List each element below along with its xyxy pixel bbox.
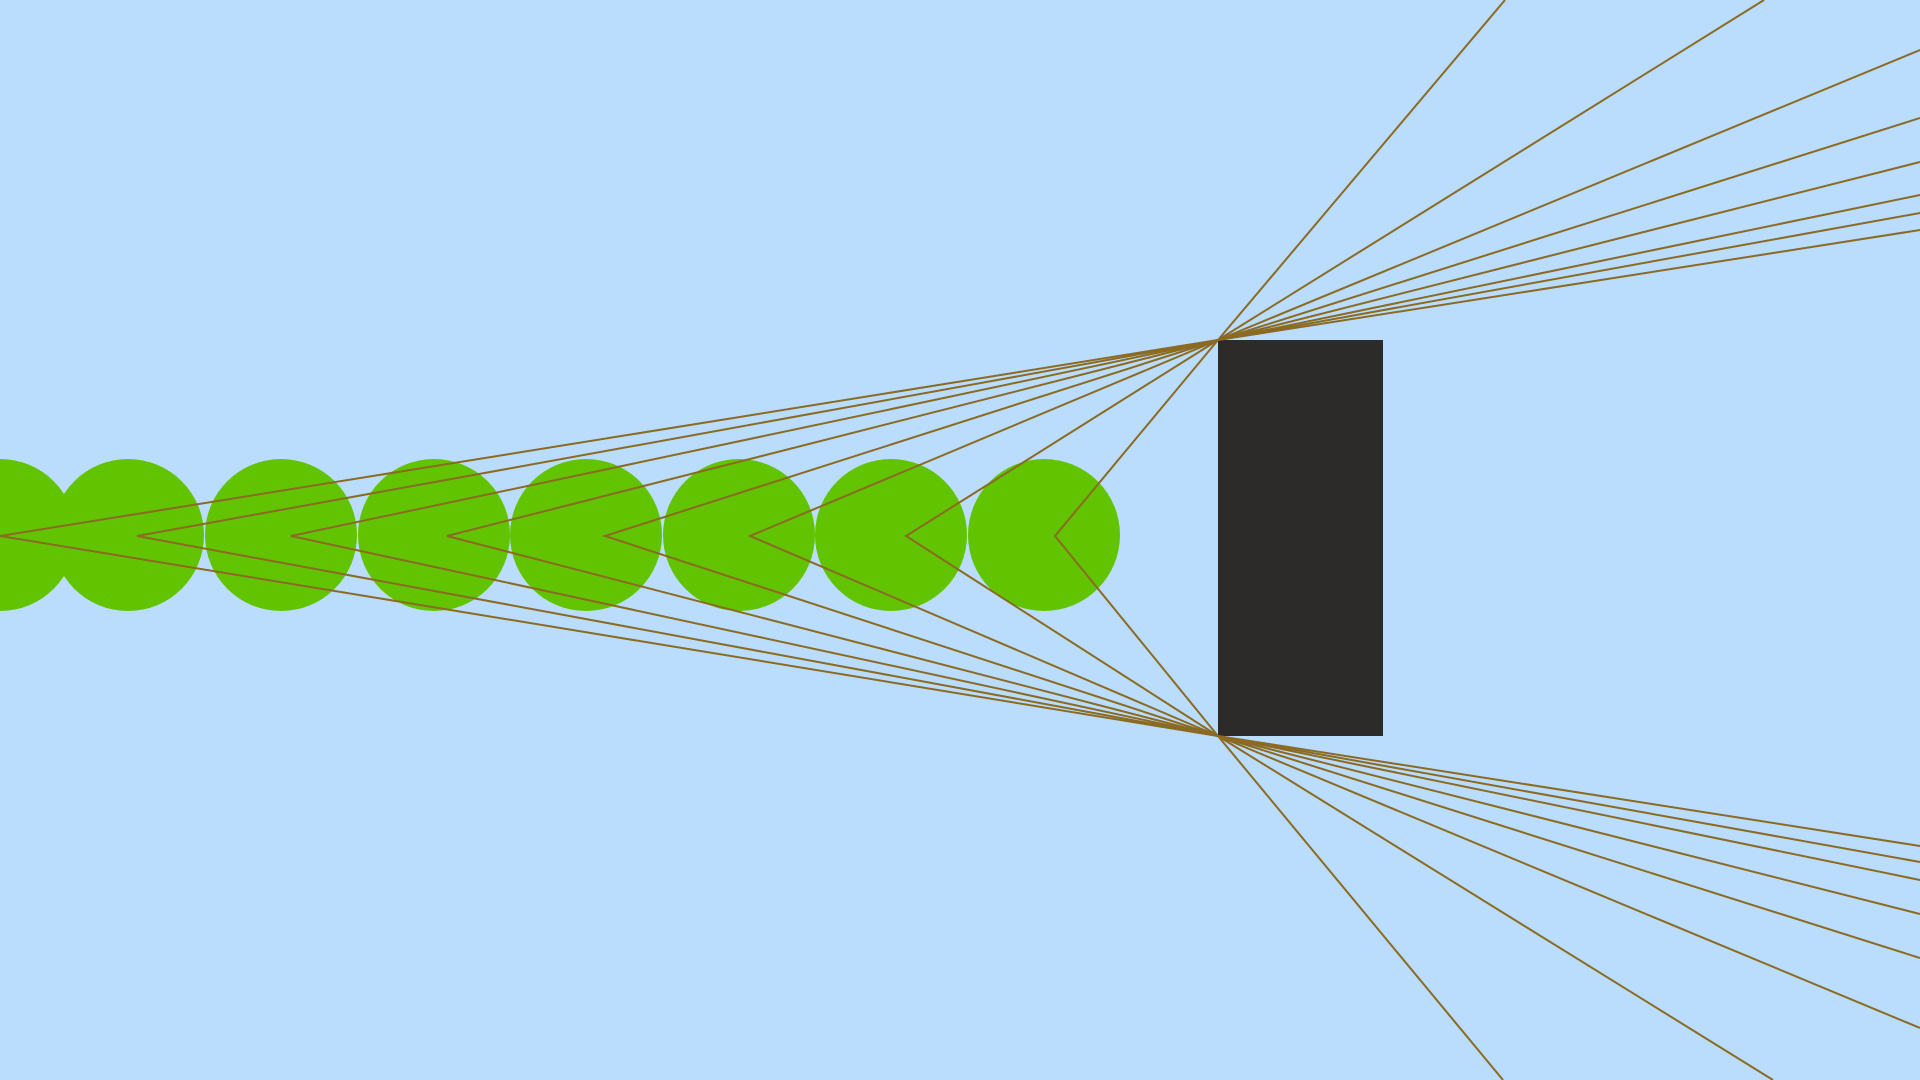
green-circle-7 <box>815 459 967 611</box>
line-pair-4 <box>446 161 1920 915</box>
green-circle-5 <box>510 459 662 611</box>
dark-rectangle <box>1218 340 1383 736</box>
green-circle-6 <box>663 459 815 611</box>
green-circle-8 <box>968 459 1120 611</box>
green-circle-2 <box>52 459 204 611</box>
line-pair-7 <box>904 0 1774 1080</box>
line-pair-1 <box>0 229 1920 847</box>
circles-row <box>0 459 1120 611</box>
line-pair-5 <box>601 117 1920 959</box>
line-pair-2 <box>136 212 1920 863</box>
line-pair-6 <box>747 49 1920 1029</box>
line-pair-3 <box>290 194 1920 881</box>
green-circle-1 <box>0 459 76 611</box>
line-pair-8 <box>1053 0 1506 1080</box>
